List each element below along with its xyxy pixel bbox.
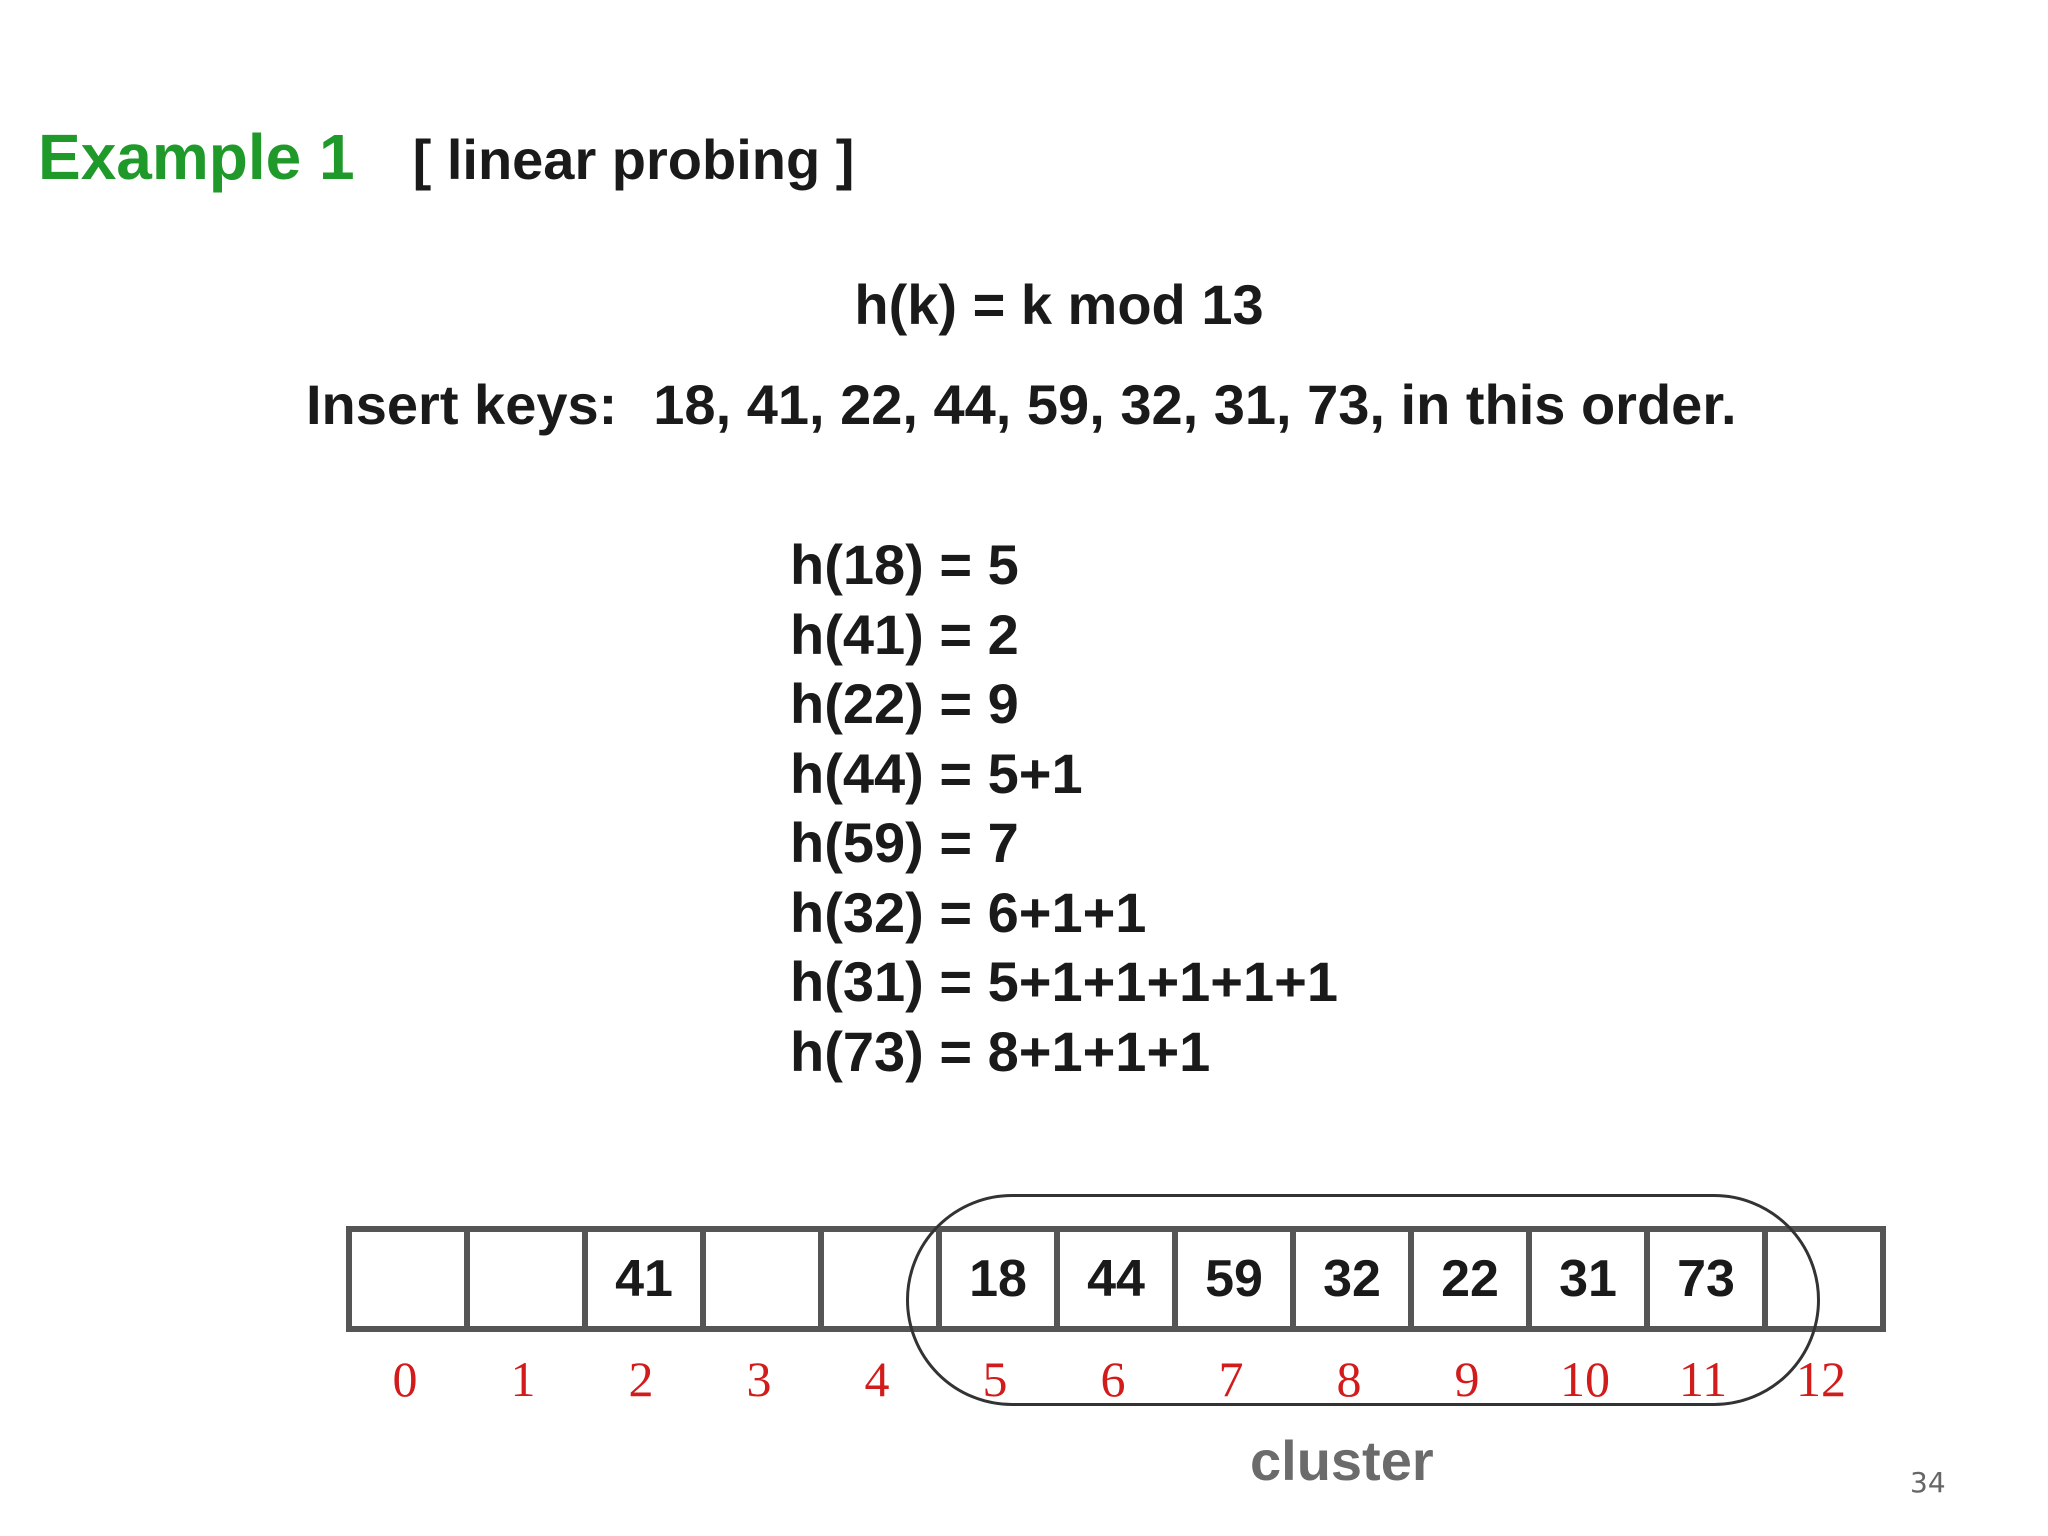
hash-table-cell xyxy=(824,1232,942,1326)
hash-table-cell: 44 xyxy=(1060,1232,1178,1326)
title-subtitle: [ linear probing ] xyxy=(412,128,855,191)
hash-table-cell xyxy=(470,1232,588,1326)
table-index: 11 xyxy=(1678,1351,1728,1407)
hash-table-cell: 18 xyxy=(942,1232,1060,1326)
title-example: Example 1 xyxy=(38,121,355,193)
hash-line: h(18) = 5 xyxy=(790,533,1019,596)
insert-keys-line: Insert keys: 18, 41, 22, 44, 59, 32, 31, … xyxy=(306,372,1737,437)
hash-line: h(31) = 5+1+1+1+1+1 xyxy=(790,950,1338,1013)
table-index: 4 xyxy=(864,1351,890,1407)
hash-line: h(41) = 2 xyxy=(790,602,1019,666)
slide-title: Example 1 [ linear probing ] xyxy=(38,120,854,194)
insert-keys-label: Insert keys: xyxy=(306,373,618,436)
hash-table-cell: 73 xyxy=(1650,1232,1768,1326)
hash-line: h(73) = 8+1+1+1 xyxy=(790,1019,1211,1083)
hash-table-cell xyxy=(706,1232,824,1326)
hash-table-cell xyxy=(352,1232,470,1326)
hash-line: h(44) = 5+1 xyxy=(790,741,1083,805)
table-index: 2 xyxy=(628,1351,654,1407)
insert-keys-values: 18, 41, 22, 44, 59, 32, 31, 73, in this … xyxy=(653,373,1737,436)
hash-computation-list: h(18) = 5 h(41) = 2 h(22) = 9 h(44) = 5+… xyxy=(790,530,1338,1086)
hash-table-cell: 22 xyxy=(1414,1232,1532,1326)
page-number: 34 xyxy=(1910,1466,1946,1499)
table-index: 7 xyxy=(1218,1351,1244,1407)
hash-table: 41 18 44 59 32 22 31 73 xyxy=(346,1226,1886,1332)
table-index: 0 xyxy=(392,1351,418,1407)
hash-line: h(22) = 9 xyxy=(790,672,1019,735)
hash-table-cell: 31 xyxy=(1532,1232,1650,1326)
hash-table-cell: 32 xyxy=(1296,1232,1414,1326)
table-index: 12 xyxy=(1796,1351,1846,1407)
table-index: 5 xyxy=(982,1351,1008,1407)
table-index: 1 xyxy=(510,1351,536,1407)
table-index: 10 xyxy=(1560,1351,1610,1407)
cluster-label: cluster xyxy=(1250,1429,1434,1492)
hash-formula: h(k) = k mod 13 xyxy=(854,273,1264,336)
table-index: 3 xyxy=(746,1351,772,1407)
table-index-row: 0 1 2 3 4 5 6 7 8 9 10 11 12 xyxy=(346,1350,1880,1408)
hash-table-cell xyxy=(1768,1232,1886,1326)
hash-table-cell: 59 xyxy=(1178,1232,1296,1326)
table-index: 6 xyxy=(1100,1351,1126,1407)
table-index: 9 xyxy=(1454,1351,1480,1407)
table-index: 8 xyxy=(1336,1351,1362,1407)
hash-line: h(32) = 6+1+1 xyxy=(790,880,1147,944)
hash-table-cell: 41 xyxy=(588,1232,706,1326)
hash-line: h(59) = 7 xyxy=(790,811,1019,874)
